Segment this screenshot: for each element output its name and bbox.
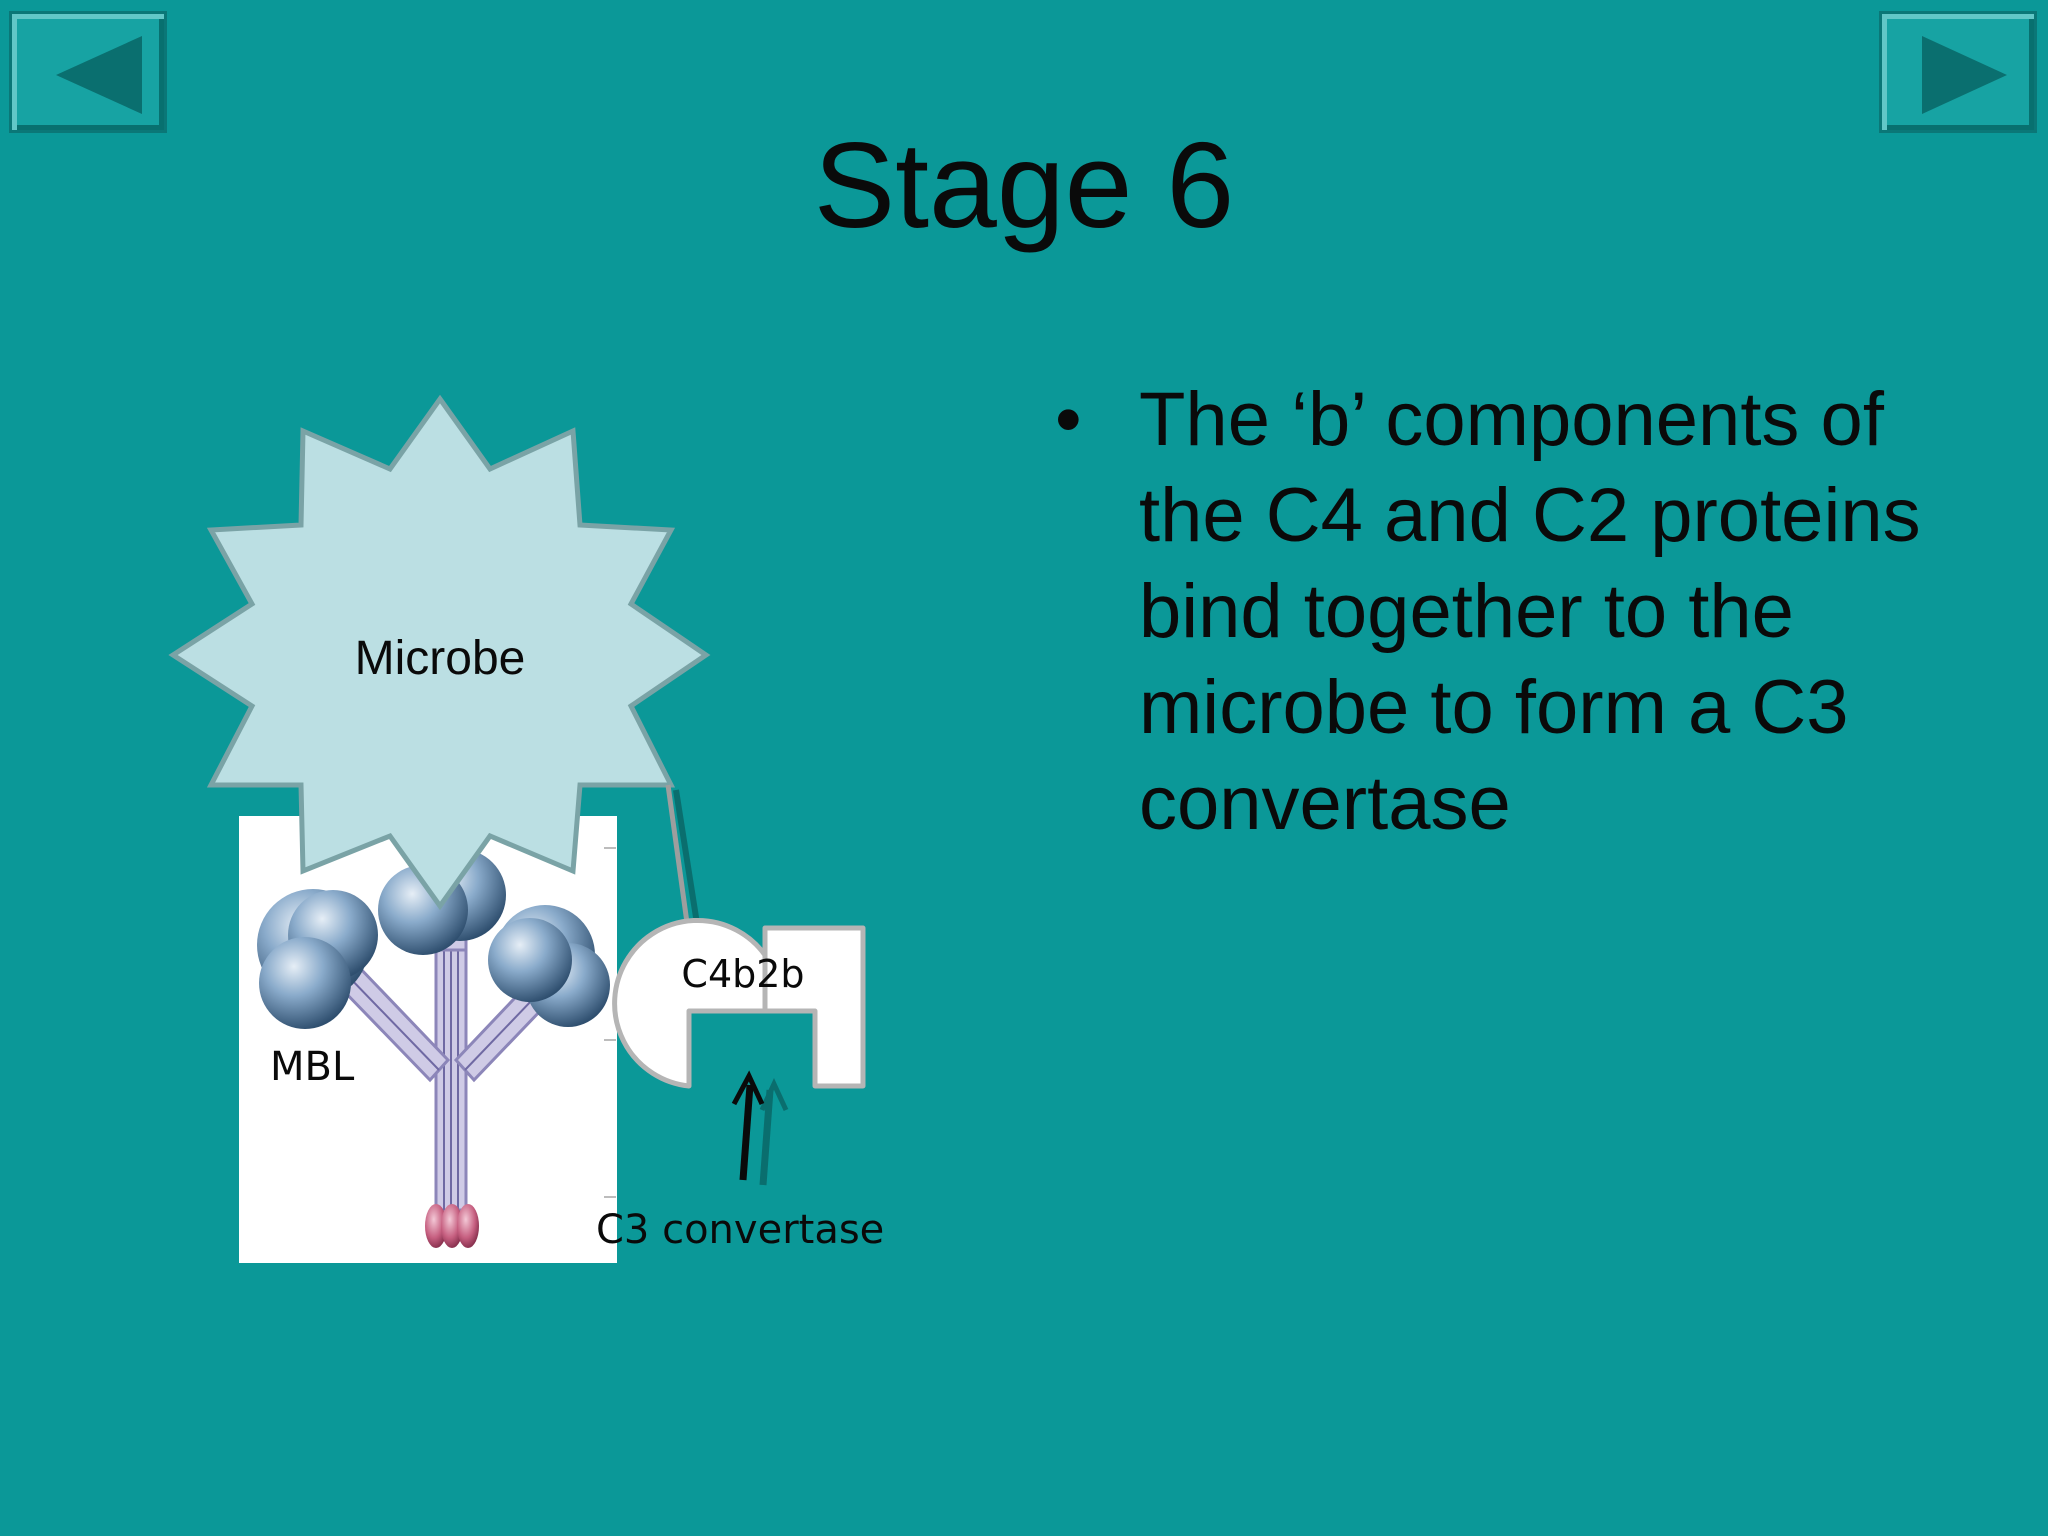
mbl-base-icon: [425, 1204, 479, 1248]
c3-convertase-label: C3 convertase: [596, 1207, 884, 1253]
bullet-item: • The ‘b’ components of the C4 and C2 pr…: [1055, 372, 1995, 852]
previous-slide-button[interactable]: [9, 11, 167, 133]
panel-tick-marks: [604, 847, 616, 1198]
bullet-text: The ‘b’ components of the C4 and C2 prot…: [1139, 377, 1921, 846]
mbl-left-heads: [257, 889, 378, 1029]
next-slide-button[interactable]: [1879, 11, 2037, 133]
c4b2b-label: C4b2b: [681, 952, 804, 996]
arrow-icon: [731, 1070, 789, 1186]
c4b2b-complex-icon: [612, 918, 866, 1089]
mbl-label: MBL: [270, 1044, 355, 1090]
bullet-list: • The ‘b’ components of the C4 and C2 pr…: [1055, 372, 1995, 852]
left-triangle-icon: [56, 36, 142, 114]
tether-line: [665, 784, 701, 931]
slide-title: Stage 6: [813, 117, 1235, 253]
microbe-label: Microbe: [355, 632, 526, 685]
mbl-molecule: [257, 849, 610, 1248]
mbl-right-heads: [488, 905, 610, 1027]
right-triangle-icon: [1922, 36, 2007, 114]
bullet-dot-icon: •: [1055, 377, 1082, 462]
microbe-shape: [168, 394, 711, 911]
